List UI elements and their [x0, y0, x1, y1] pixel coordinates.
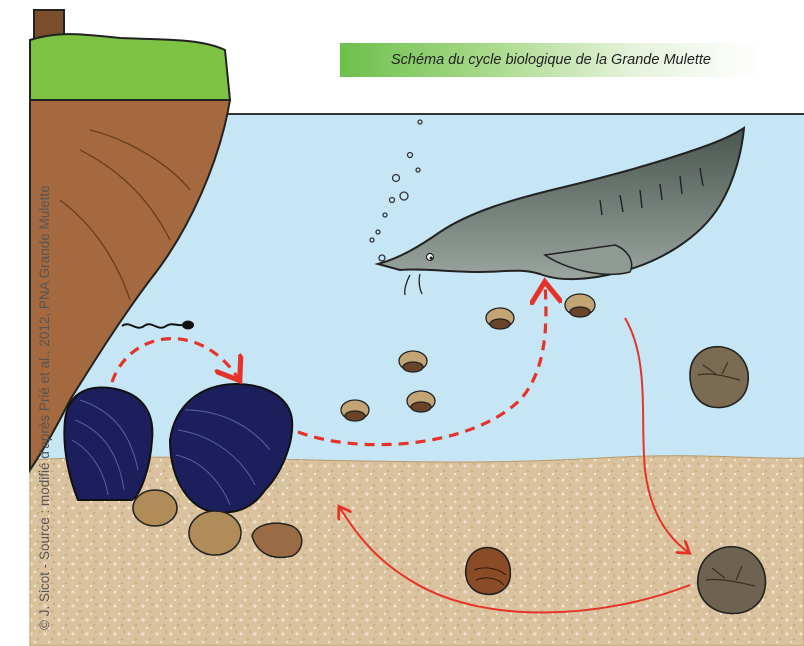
credit-line: © J. Sicot - Source : modifié d'après Pr…	[37, 185, 52, 630]
bank-grass	[30, 34, 230, 100]
juvenile-mussel-icon	[698, 547, 766, 614]
title-banner: Schéma du cycle biologique de la Grande …	[340, 43, 762, 77]
adult-mussel-icon	[64, 387, 152, 500]
juvenile-mussel-icon	[466, 548, 511, 595]
juvenile-mussel-icon	[690, 347, 748, 408]
diagram-title: Schéma du cycle biologique de la Grande …	[391, 52, 711, 68]
